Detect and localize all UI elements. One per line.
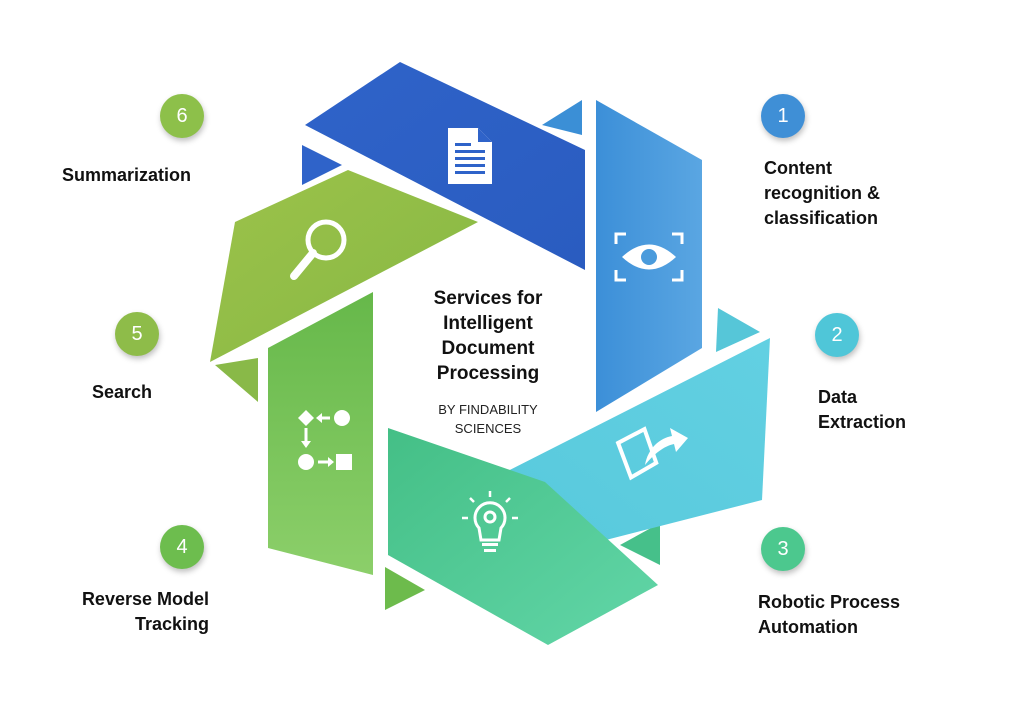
- step-1-circle: 1: [761, 94, 805, 138]
- center-title: Services for Intelligent Document Proces…: [433, 288, 543, 384]
- center-subtitle: BY FINDABILITY SCIENCES: [438, 402, 538, 436]
- magnifier-icon: [290, 219, 347, 280]
- segment-search: [210, 170, 478, 362]
- flow-shapes-icon: [298, 410, 352, 470]
- step-5-label: Search: [92, 382, 153, 402]
- eye-scan-icon: [614, 232, 684, 282]
- document-icon: [448, 128, 492, 184]
- segment-robotic-process: [388, 428, 658, 645]
- share-export-icon: [615, 426, 688, 481]
- segment-reverse-model: [268, 292, 373, 575]
- step-2-circle: 2: [815, 313, 859, 357]
- connector-triangle: [620, 523, 660, 565]
- lightbulb-gear-icon: [462, 491, 518, 552]
- connector-triangle: [385, 567, 425, 610]
- step-6-label: Summarization: [62, 165, 192, 185]
- step-4-circle: 4: [160, 525, 204, 569]
- segment-summarization: [305, 62, 585, 270]
- connector-triangle: [716, 308, 760, 352]
- step-6-circle: 6: [160, 94, 204, 138]
- segment-data-extraction: [494, 338, 770, 542]
- connector-triangle: [215, 358, 258, 402]
- step-5-circle: 5: [115, 312, 159, 356]
- connector-triangle: [542, 100, 582, 135]
- connector-triangle: [302, 145, 342, 185]
- step-3-circle: 3: [761, 527, 805, 571]
